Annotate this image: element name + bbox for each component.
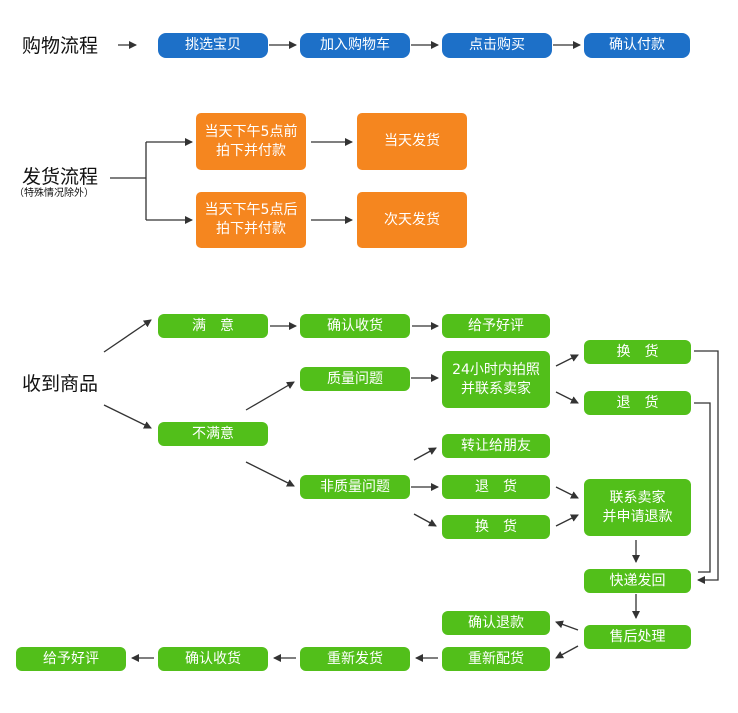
node-resend: 重新发货 — [300, 647, 410, 671]
node-express-back: 快递发回 — [584, 569, 691, 593]
arrow-aftersales-reship — [555, 645, 579, 659]
node-give-review: 给予好评 — [442, 314, 550, 338]
node-exchange-1: 换 货 — [584, 340, 691, 364]
node-photo-contact: 24小时内拍照 并联系卖家 — [442, 351, 550, 408]
node-exchange-2: 换 货 — [442, 515, 550, 539]
node-give-review-2: 给予好评 — [16, 647, 126, 671]
ship-same-day: 当天发货 — [357, 113, 467, 170]
step-choose-item: 挑选宝贝 — [158, 33, 268, 58]
node-return-2: 退 货 — [442, 475, 550, 499]
arrow-return-contact — [555, 486, 579, 499]
receive-flow-title: 收到商品 — [22, 373, 99, 395]
node-unsatisfied: 不满意 — [158, 422, 268, 446]
arrow-nonquality-transfer — [413, 447, 437, 461]
arrow-photo-exchange — [555, 354, 579, 367]
node-after-sales: 售后处理 — [584, 625, 691, 649]
shipping-bracket — [110, 142, 147, 220]
node-quality-issue: 质量问题 — [300, 367, 410, 391]
ship-before-5pm: 当天下午5点前 拍下并付款 — [196, 113, 306, 170]
node-contact-refund: 联系卖家 并申请退款 — [584, 479, 691, 536]
shipping-flow-title: 发货流程 — [22, 166, 99, 188]
shipping-flow-note: （特殊情况除外） — [14, 188, 94, 199]
arrow-exchange-contact — [555, 514, 579, 527]
step-click-buy: 点击购买 — [442, 33, 552, 58]
arrow-unsat-nonquality — [245, 461, 295, 487]
arrow-photo-return — [555, 391, 579, 404]
arrow-to-satisfied — [103, 319, 152, 353]
step-add-cart: 加入购物车 — [300, 33, 410, 58]
node-reship: 重新配货 — [442, 647, 550, 671]
node-confirm-receipt-2: 确认收货 — [158, 647, 268, 671]
ship-next-day: 次天发货 — [357, 192, 467, 248]
arrow-return1-express — [694, 402, 711, 573]
shopping-flow-title: 购物流程 — [22, 35, 99, 57]
node-confirm-receipt: 确认收货 — [300, 314, 410, 338]
arrow-aftersales-refund — [555, 620, 579, 631]
node-transfer-friend: 转让给朋友 — [442, 434, 550, 458]
node-satisfied: 满 意 — [158, 314, 268, 338]
arrow-unsat-quality — [245, 381, 295, 411]
node-return-1: 退 货 — [584, 391, 691, 415]
ship-after-5pm: 当天下午5点后 拍下并付款 — [196, 192, 306, 248]
node-confirm-refund: 确认退款 — [442, 611, 550, 635]
node-non-quality-issue: 非质量问题 — [300, 475, 410, 499]
arrow-exchange1-express — [694, 350, 719, 584]
arrow-nonquality-exchange — [413, 513, 437, 527]
arrow-to-unsatisfied — [103, 404, 152, 429]
step-confirm-pay: 确认付款 — [584, 33, 690, 58]
